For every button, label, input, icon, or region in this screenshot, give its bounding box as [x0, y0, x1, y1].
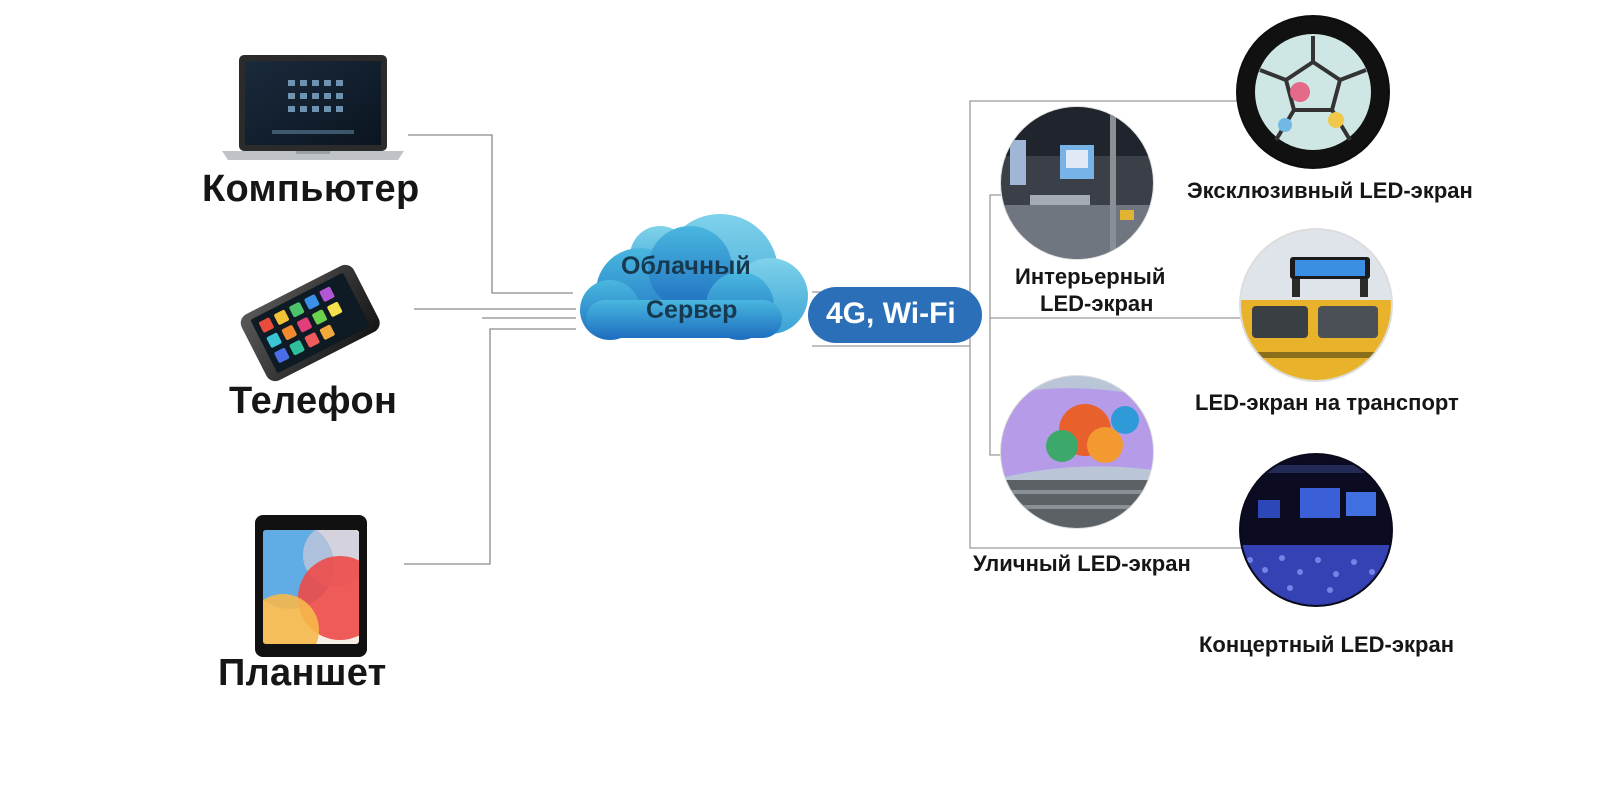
- device-label-computer: Компьютер: [202, 168, 420, 210]
- cloud-label-line1: Облачный: [621, 252, 751, 280]
- taxi-led-photo: [1239, 228, 1393, 382]
- screen-label-transport: LED-экран на транспорт: [1195, 390, 1459, 415]
- tablet-icon: [255, 515, 367, 657]
- screen-label-interior-line2: LED-экран: [1040, 291, 1154, 316]
- street-led-photo: [1000, 375, 1154, 529]
- screen-label-street: Уличный LED-экран: [973, 551, 1191, 576]
- screen-label-interior-line1: Интерьерный: [1015, 264, 1166, 289]
- screen-label-exclusive: Эксклюзивный LED-экран: [1187, 178, 1473, 203]
- sphere-led-photo: [1236, 15, 1390, 169]
- screen-label-concert: Концертный LED-экран: [1199, 632, 1454, 657]
- concert-led-photo: [1239, 453, 1393, 607]
- interior-led-photo: [1000, 106, 1154, 260]
- network-label: 4G, Wi-Fi: [826, 297, 956, 330]
- smartphone-icon: [240, 264, 380, 382]
- network-pill: [808, 287, 982, 343]
- device-label-tablet: Планшет: [218, 652, 387, 694]
- laptop-icon: [222, 55, 404, 160]
- device-connector-lines: [404, 134, 576, 565]
- device-label-phone: Телефон: [229, 380, 398, 422]
- cloud-icon: [580, 214, 808, 340]
- cloud-label-line2: Сервер: [646, 296, 738, 324]
